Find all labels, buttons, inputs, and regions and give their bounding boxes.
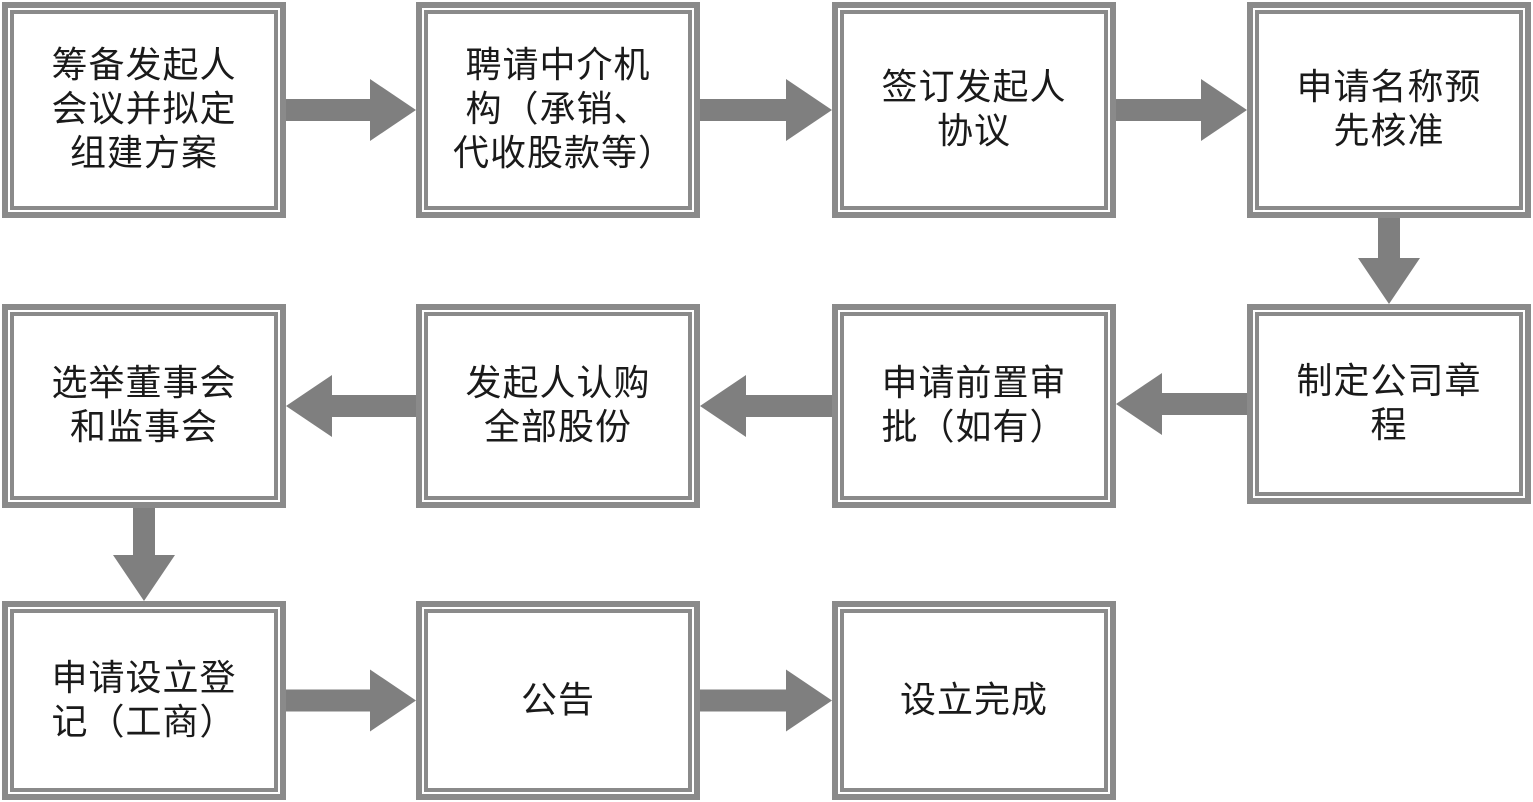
arrow-s10-to-s11: [700, 669, 832, 732]
step-label-s6: 申请前置审批（如有）: [881, 363, 1067, 448]
arrow-s6-to-s7: [700, 375, 832, 437]
arrow-s2-to-s3: [700, 79, 832, 141]
step-box-s6: 申请前置审批（如有）: [832, 304, 1116, 508]
step-box-s8: 选举董事会和监事会: [2, 304, 286, 508]
step-label-s2: 聘请中介机构（承销、代收股款等）: [453, 45, 676, 174]
step-label-s8: 选举董事会和监事会: [51, 363, 237, 448]
arrow-s7-to-s8: [286, 375, 416, 437]
step-box-s10: 公告: [416, 601, 700, 800]
step-box-s4: 申请名称预先核准: [1247, 2, 1531, 218]
step-label-s1: 筹备发起人会议并拟定组建方案: [51, 45, 237, 174]
arrow-s8-to-s9: [113, 508, 175, 601]
arrow-s4-to-s5: [1358, 218, 1420, 304]
step-box-s3: 签订发起人协议: [832, 2, 1116, 218]
step-label-s3: 签订发起人协议: [881, 67, 1067, 152]
arrow-s5-to-s6: [1116, 373, 1247, 435]
step-box-s2: 聘请中介机构（承销、代收股款等）: [416, 2, 700, 218]
step-label-s11: 设立完成: [899, 679, 1048, 721]
arrow-s9-to-s10: [286, 669, 416, 732]
step-label-s5: 制定公司章程: [1296, 361, 1482, 446]
step-box-s1: 筹备发起人会议并拟定组建方案: [2, 2, 286, 218]
step-label-s7: 发起人认购全部股份: [465, 363, 651, 448]
step-box-s5: 制定公司章程: [1247, 304, 1531, 504]
step-label-s10: 公告: [520, 679, 595, 721]
step-box-s11: 设立完成: [832, 601, 1116, 800]
step-label-s9: 申请设立登记（工商）: [51, 657, 237, 743]
step-label-s4: 申请名称预先核准: [1296, 67, 1482, 152]
arrow-s1-to-s2: [286, 79, 416, 141]
step-box-s7: 发起人认购全部股份: [416, 304, 700, 508]
step-box-s9: 申请设立登记（工商）: [2, 601, 286, 800]
arrow-s3-to-s4: [1116, 79, 1247, 141]
